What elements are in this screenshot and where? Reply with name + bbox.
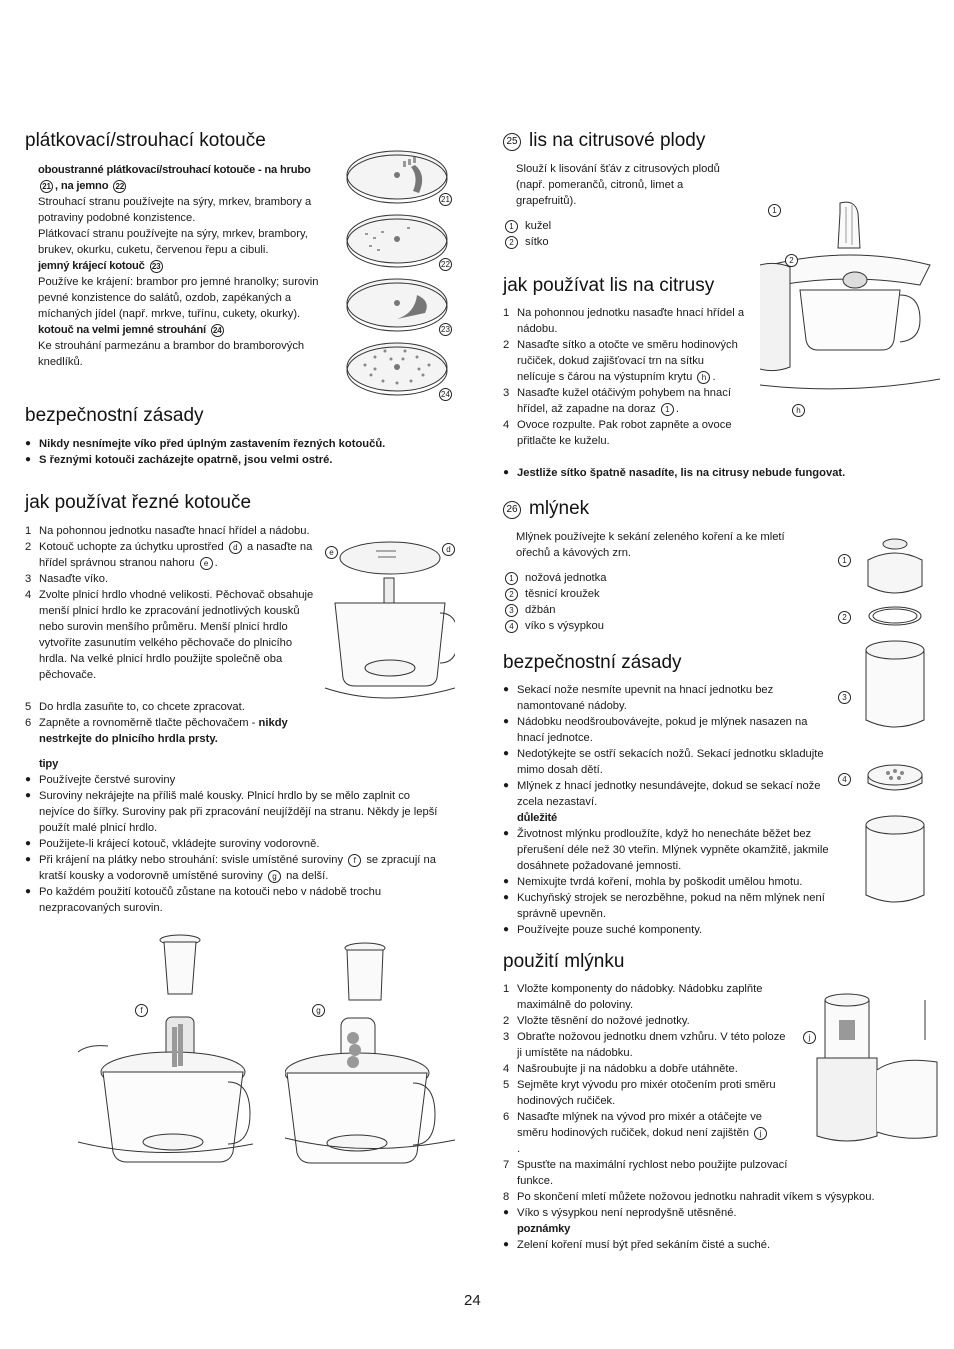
- mill-label-4: 4: [838, 773, 851, 786]
- list-item: ●Nedotýkejte se ostří sekacích nožů. Sek…: [503, 748, 824, 776]
- list-item: ●Nádobku neodšroubovávejte, pokud je mlý…: [503, 716, 808, 744]
- safety-right-list: ●Sekací nože nesmíte upevnit na hnací je…: [503, 682, 833, 938]
- sub-heading-extra-fine: kotouč na velmi jemné strouhání 24: [38, 322, 336, 338]
- list-item: ●Zelení koření musí být před sekáním čis…: [503, 1239, 771, 1251]
- disc-label-22: 22: [439, 258, 452, 271]
- list-item: ●Mlýnek z hnací jednotky nesundávejte, d…: [503, 780, 821, 808]
- figure-label-d: d: [442, 543, 455, 556]
- citrus-press-illustration: [760, 201, 940, 390]
- page-number: 24: [464, 1292, 481, 1309]
- list-item: ●Při krájení na plátky nebo strouhání: s…: [25, 854, 436, 883]
- list-item: ●Nikdy nesnímejte víko před úplným zasta…: [25, 438, 386, 450]
- figure-label-f: f: [135, 1004, 148, 1017]
- list-item: ●Suroviny nekrájejte na příliš malé kous…: [25, 790, 438, 834]
- notes-title: poznámky: [517, 1223, 571, 1235]
- citrus-label-2: 2: [785, 254, 798, 267]
- paragraph: Strouhací stranu používejte na sýry, mrk…: [38, 196, 312, 224]
- figure-label-g: g: [312, 1004, 325, 1017]
- paragraph: Ke strouhání parmezánu a brambor do bram…: [38, 340, 305, 368]
- figure-label-e: e: [325, 546, 338, 559]
- list-item: ●Použijete-li krájecí kotouč, vkládejte …: [25, 838, 320, 850]
- paragraph: Používe ke krájení: brambor pro jemné hr…: [38, 276, 319, 320]
- disc-label-24: 24: [439, 388, 452, 401]
- list-item: ●Po každém použití kotoučů zůstane na ko…: [25, 886, 382, 914]
- mill-parts-illustration: [865, 538, 925, 903]
- section-title-use-discs: jak používat řezné kotouče: [25, 492, 252, 513]
- tips-title: tipy: [39, 758, 59, 770]
- sub-heading-double-discs: oboustranné plátkovací/strouhací kotouče…: [38, 164, 311, 176]
- food-processor-horizontal-illustration: [285, 942, 455, 1164]
- tips: tipy ●Používejte čerstvé suroviny ●Surov…: [25, 756, 445, 916]
- citrus-intro: Slouží k lisování šťáv z citrusových plo…: [516, 163, 720, 207]
- list-item: ●Používejte pouze suché komponenty.: [503, 924, 703, 936]
- mill-mounted-illustration: [816, 993, 938, 1142]
- citrus-label-1: 1: [768, 204, 781, 217]
- sub-heading-fine-slicer: jemný krájecí kotouč 23: [38, 258, 336, 274]
- mill-label-3: 3: [838, 691, 851, 704]
- mill-label-1: 1: [838, 554, 851, 567]
- food-processor-disc-illustration: [324, 541, 455, 699]
- sub-heading-double-discs-2: 21, na jemno 22: [38, 178, 336, 194]
- disc-illustrations: [346, 150, 448, 396]
- list-item: ●Nemixujte tvrdá koření, mohla by poškod…: [503, 876, 803, 888]
- list-item: ●Sekací nože nesmíte upevnit na hnací je…: [503, 684, 774, 712]
- food-processor-vertical-illustration: [78, 934, 253, 1163]
- important-label: důležité: [517, 812, 558, 824]
- disc-label-21: 21: [439, 193, 452, 206]
- list-item: ●Kuchyňský strojek se nerozběhne, pokud …: [503, 892, 825, 920]
- section-title-safety-right: bezpečnostní zásady: [503, 652, 682, 673]
- figure-label-j: j: [803, 1031, 816, 1044]
- list-item: ●S řeznými kotouči zacházejte opatrně, j…: [25, 454, 333, 466]
- mill-label-2: 2: [838, 611, 851, 624]
- paragraph: Plátkovací stranu používejte na sýry, mr…: [38, 228, 308, 256]
- section-title-use-mill: použití mlýnku: [503, 951, 625, 972]
- list-item: ●Životnost mlýnku prodloužíte, když ho n…: [503, 828, 829, 872]
- mill-intro: Mlýnek používejte k sekání zeleného koře…: [516, 531, 785, 559]
- discs-text: oboustranné plátkovací/strouhací kotouče…: [38, 162, 336, 370]
- section-title-use-citrus: jak používat lis na citrusy: [503, 275, 715, 296]
- section-title-discs: plátkovací/strouhací kotouče: [25, 130, 266, 151]
- citrus-warning: ●Jestliže sítko špatně nasadíte, lis na …: [503, 467, 846, 479]
- list-item: ●Používejte čerstvé suroviny: [25, 774, 176, 786]
- safety-left-list: ●Nikdy nesnímejte víko před úplným zasta…: [25, 436, 445, 468]
- section-title-safety-left: bezpečnostní zásady: [25, 405, 204, 426]
- citrus-label-h: h: [792, 404, 805, 417]
- disc-label-23: 23: [439, 323, 452, 336]
- list-item: ●Víko s výsypkou není neprodyšně utěsněn…: [503, 1207, 737, 1219]
